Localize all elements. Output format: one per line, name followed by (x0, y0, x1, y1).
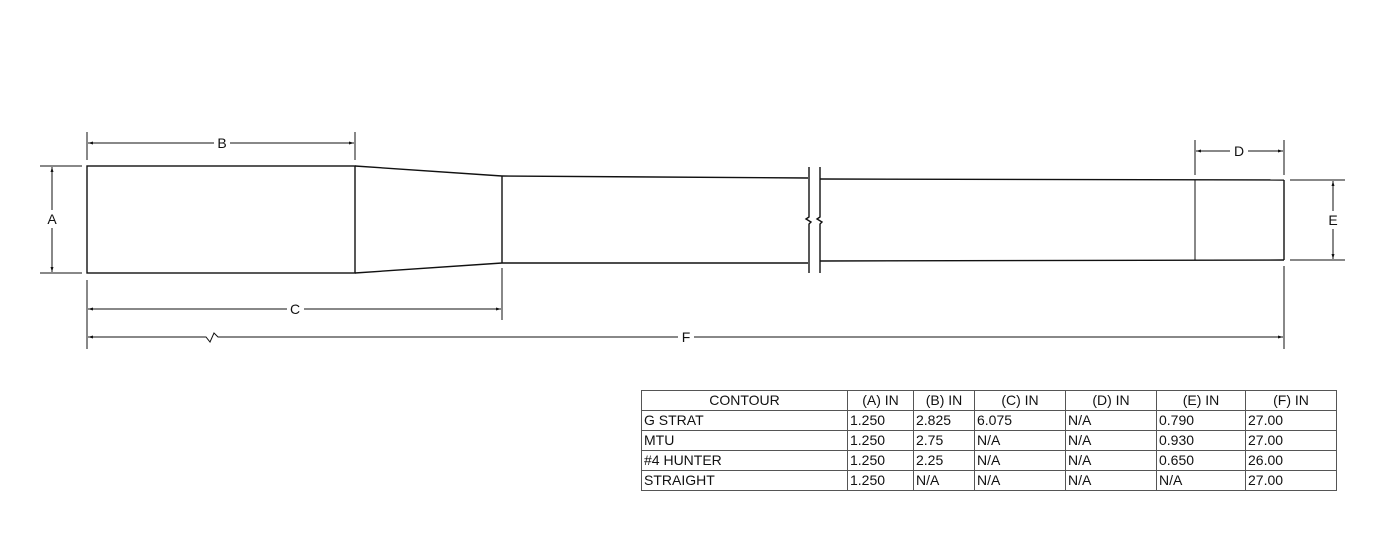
cell-b: 2.75 (913, 430, 975, 451)
cell-e: N/A (1156, 470, 1246, 491)
dimension-lines (40, 132, 1345, 349)
cell-e: 0.790 (1156, 410, 1246, 431)
cell-a: 1.250 (847, 470, 914, 491)
dim-label-a: A (47, 211, 57, 227)
cell-e: 0.650 (1156, 450, 1246, 471)
table-row: #4 HUNTER 1.250 2.25 N/A N/A 0.650 26.00 (641, 450, 1337, 471)
cell-b: 2.825 (913, 410, 975, 431)
cell-d: N/A (1065, 450, 1157, 471)
header-c: (C) IN (974, 390, 1066, 411)
header-a: (A) IN (847, 390, 914, 411)
table-row: STRAIGHT 1.250 N/A N/A N/A N/A 27.00 (641, 470, 1337, 491)
cell-a: 1.250 (847, 430, 914, 451)
barrel-outline (86, 165, 1285, 274)
cell-c: 6.075 (974, 410, 1066, 431)
header-contour: CONTOUR (641, 390, 848, 411)
table-header-row: CONTOUR (A) IN (B) IN (C) IN (D) IN (E) … (641, 390, 1337, 411)
cell-f: 27.00 (1245, 410, 1337, 431)
cell-c: N/A (974, 430, 1066, 451)
table-row: G STRAT 1.250 2.825 6.075 N/A 0.790 27.0… (641, 410, 1337, 431)
dim-label-f: F (682, 329, 691, 345)
cell-d: N/A (1065, 430, 1157, 451)
cell-f: 27.00 (1245, 430, 1337, 451)
dim-label-e: E (1328, 212, 1337, 228)
dim-label-c: C (290, 301, 300, 317)
cell-contour: #4 HUNTER (641, 450, 848, 471)
cell-contour: MTU (641, 430, 848, 451)
dim-label-d: D (1234, 143, 1244, 159)
header-d: (D) IN (1065, 390, 1157, 411)
header-b: (B) IN (913, 390, 975, 411)
cell-f: 27.00 (1245, 470, 1337, 491)
cell-contour: G STRAT (641, 410, 848, 431)
cell-a: 1.250 (847, 410, 914, 431)
cell-d: N/A (1065, 410, 1157, 431)
table-row: MTU 1.250 2.75 N/A N/A 0.930 27.00 (641, 430, 1337, 451)
cell-contour: STRAIGHT (641, 470, 848, 491)
cell-f: 26.00 (1245, 450, 1337, 471)
cell-d: N/A (1065, 470, 1157, 491)
cell-b: N/A (913, 470, 975, 491)
cell-e: 0.930 (1156, 430, 1246, 451)
cell-a: 1.250 (847, 450, 914, 471)
contour-spec-table: CONTOUR (A) IN (B) IN (C) IN (D) IN (E) … (641, 390, 1337, 491)
header-e: (E) IN (1156, 390, 1246, 411)
cell-c: N/A (974, 470, 1066, 491)
cell-c: N/A (974, 450, 1066, 471)
dim-label-b: B (217, 135, 226, 151)
cell-b: 2.25 (913, 450, 975, 471)
dimension-labels: B C F D A E (47, 135, 1337, 345)
header-f: (F) IN (1245, 390, 1337, 411)
